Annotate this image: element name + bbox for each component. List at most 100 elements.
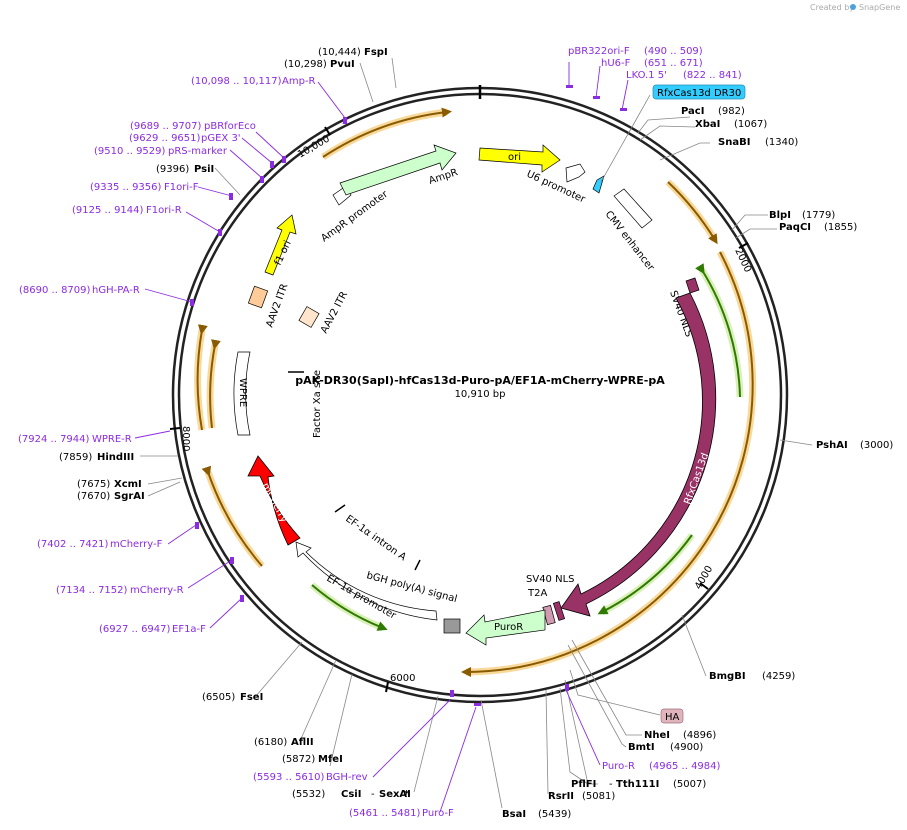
primer-name-mcherry-r[interactable]: mCherry-R xyxy=(130,585,184,596)
ef1a-promoter-feature[interactable] xyxy=(295,541,438,621)
site-name-csii[interactable]: CsiI xyxy=(341,789,361,800)
site-pos-bmti: (4900) xyxy=(670,742,703,753)
primer-name-f1ori-f[interactable]: F1ori-F xyxy=(164,182,199,193)
site-pos-mfei: (5872) xyxy=(282,754,315,765)
aav2-itr-2-feature[interactable] xyxy=(298,306,320,328)
site-name-aflii[interactable]: AflII xyxy=(291,737,314,748)
site-separator-pflfi: - xyxy=(609,779,613,790)
site-pos-csii: (5532) xyxy=(292,789,325,800)
t2a-label: T2A xyxy=(527,588,547,599)
primer-name-pgex3[interactable]: pGEX 3' xyxy=(201,133,241,144)
orf-arc-left-1 xyxy=(196,324,208,431)
wpre-feature[interactable] xyxy=(233,351,251,436)
primer-name-wpre-r[interactable]: WPRE-R xyxy=(92,434,132,445)
rfxcas13d-feature[interactable] xyxy=(560,292,717,617)
site-name-bsai[interactable]: BsaI xyxy=(502,809,526,820)
site-name-mfei[interactable]: MfeI xyxy=(318,754,343,765)
site-pos-fspi: (10,444) xyxy=(318,47,361,58)
wpre-label: WPRE xyxy=(237,378,248,407)
plasmid-length: 10,910 bp xyxy=(455,389,506,400)
tick-4000 xyxy=(699,582,709,590)
dr30-leader xyxy=(600,94,651,183)
primer-name-amp-r[interactable]: Amp-R xyxy=(282,76,316,87)
site-name-bmti[interactable]: BmtI xyxy=(628,742,655,753)
sv40-nls-2-label: SV40 NLS xyxy=(526,574,575,585)
factor-xa-label: Factor Xa site xyxy=(312,370,323,438)
sv40-nls-2-feature[interactable] xyxy=(552,601,566,621)
site-pos-bsai: (5439) xyxy=(538,809,571,820)
primer-pos-pbr322ori-f: (490 .. 509) xyxy=(644,46,703,57)
site-name-psii[interactable]: PsiI xyxy=(194,164,214,175)
site-pos-pflfi: (5007) xyxy=(673,779,706,790)
site-name-sexai[interactable]: SexAI xyxy=(379,789,411,800)
ampr-feature[interactable] xyxy=(339,144,457,196)
primer-name-puro-r[interactable]: Puro-R xyxy=(602,761,635,772)
tick-10000 xyxy=(324,126,331,136)
primer-pos-mcherry-f: (7402 .. 7421) xyxy=(37,539,109,550)
site-pos-blpi: (1779) xyxy=(802,210,835,221)
primer-name-hgh-pa-r[interactable]: hGH-PA-R xyxy=(92,285,140,296)
snapgene-logo-icon xyxy=(850,4,856,10)
ef1a-intron-start xyxy=(334,504,346,513)
primer-name-f1ori-r[interactable]: F1ori-R xyxy=(146,205,182,216)
site-pos-xcmi: (7675) xyxy=(77,479,110,490)
primer-name-pbrforeco[interactable]: pBRforEco xyxy=(204,121,256,132)
aav2-itr-1-feature[interactable] xyxy=(247,285,269,309)
sv40-nls-feature[interactable] xyxy=(685,277,700,294)
primer-name-prs-marker[interactable]: pRS-marker xyxy=(168,146,228,157)
primer-marks xyxy=(190,85,627,706)
f1-ori-feature[interactable] xyxy=(264,214,297,276)
site-name-nhei[interactable]: NheI xyxy=(644,730,670,741)
primer-name-mcherry-f[interactable]: mCherry-F xyxy=(110,539,163,550)
site-pos-rsrii: (5081) xyxy=(582,791,615,802)
site-name-snabi[interactable]: SnaBI xyxy=(718,137,750,148)
primer-pos-prs-marker: (9510 .. 9529) xyxy=(94,146,166,157)
site-pos-hindiii: (7859) xyxy=(59,452,92,463)
site-name-blpi[interactable]: BlpI xyxy=(769,210,791,221)
site-name-rsrii[interactable]: RsrII xyxy=(548,791,574,802)
primer-pos-pbrforeco: (9689 .. 9707) xyxy=(130,121,202,132)
tick-label-6000: 6000 xyxy=(390,673,415,684)
site-name-sgrai[interactable]: SgrAI xyxy=(114,491,145,502)
site-name-paqci[interactable]: PaqCI xyxy=(779,222,811,233)
orf-arc-green-1 xyxy=(695,263,741,398)
site-name-bmgbi[interactable]: BmgBI xyxy=(709,671,746,682)
site-name-xcmi[interactable]: XcmI xyxy=(114,479,142,490)
tick-8000 xyxy=(169,427,181,430)
site-name-paci[interactable]: PacI xyxy=(681,106,704,117)
site-pos-paci: (982) xyxy=(718,106,745,117)
bgh-polya-feature[interactable] xyxy=(443,618,461,634)
primer-name-ef1a-f[interactable]: EF1a-F xyxy=(172,624,206,635)
orf-arc-green-2 xyxy=(597,534,693,615)
puror-feature[interactable] xyxy=(465,609,546,646)
dr30-feature[interactable] xyxy=(592,175,605,194)
site-name-pvui[interactable]: PvuI xyxy=(330,59,355,70)
ori-feature[interactable] xyxy=(478,144,561,173)
primer-name-puro-f[interactable]: Puro-F xyxy=(422,808,454,819)
puror-label: PuroR xyxy=(494,622,523,633)
site-name-tth111i[interactable]: Tth111I xyxy=(616,779,659,790)
primer-pos-wpre-r: (7924 .. 7944) xyxy=(18,434,90,445)
primer-name-pbr322ori-f[interactable]: pBR322ori-F xyxy=(568,46,630,57)
primer-name-bgh-rev[interactable]: BGH-rev xyxy=(326,772,368,783)
site-name-xbai[interactable]: XbaI xyxy=(695,119,720,130)
orf-arc-left-2 xyxy=(209,339,221,429)
site-pos-bmgbi: (4259) xyxy=(762,671,795,682)
orf-arc-ampr-halo xyxy=(321,108,448,160)
u6-promoter-feature[interactable] xyxy=(565,163,586,183)
primer-name-lko1-5[interactable]: LKO.1 5' xyxy=(626,70,667,81)
cmv-enhancer-feature[interactable] xyxy=(613,188,653,229)
site-name-pflfi[interactable]: PflFI xyxy=(571,779,596,790)
mcherry-feature[interactable] xyxy=(247,455,301,546)
dr30-tag-label: RfxCas13d DR30 xyxy=(657,88,741,99)
site-name-fsei[interactable]: FseI xyxy=(240,692,263,703)
site-name-pshai[interactable]: PshAI xyxy=(816,440,848,451)
site-name-fspi[interactable]: FspI xyxy=(364,47,388,58)
aav2-itr-1-label: AAV2 ITR xyxy=(264,282,290,329)
tick-6000 xyxy=(385,681,389,693)
primer-pos-pgex3: (9629 .. 9651) xyxy=(129,133,201,144)
primer-name-hu6-f[interactable]: hU6-F xyxy=(601,58,631,69)
ha-tag-label: HA xyxy=(665,712,680,723)
site-name-hindiii[interactable]: HindIII xyxy=(97,452,134,463)
